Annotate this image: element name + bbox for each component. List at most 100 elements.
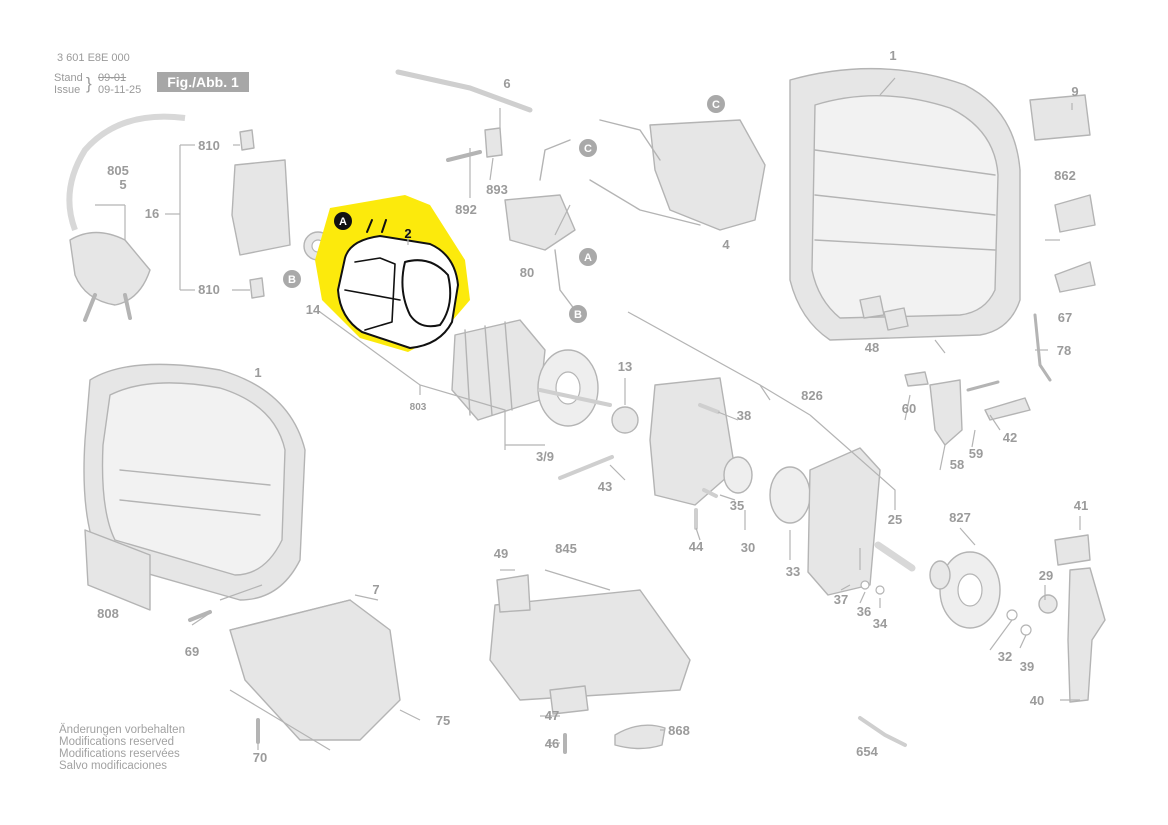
part-label: 803 [410, 402, 427, 413]
issue-label: Issue [54, 84, 81, 96]
leader-line [719, 494, 736, 501]
leader-line [219, 584, 263, 601]
part-label: 60 [902, 401, 916, 416]
part-label: 892 [455, 202, 477, 217]
hex-key-654 [858, 716, 907, 747]
lever-58 [929, 379, 963, 446]
brush-bottom [249, 277, 265, 299]
leader-line [759, 384, 811, 416]
armature-slot [464, 329, 471, 416]
pinion [929, 560, 951, 590]
base-shoe [229, 599, 401, 741]
callout-letter: C [584, 143, 592, 155]
parts-drawing [66, 67, 1106, 754]
guide-41 [1054, 534, 1091, 566]
part-label: 49 [494, 546, 508, 561]
washer-30 [723, 456, 753, 494]
leader-line [695, 527, 701, 541]
leader-line [717, 411, 739, 421]
part-label: 80 [520, 265, 534, 280]
ring-36 [860, 580, 870, 590]
part-label: 654 [856, 744, 878, 759]
callout-badge [579, 139, 597, 157]
part-label: 810 [198, 282, 220, 297]
plug-pin [83, 293, 97, 322]
callout-letter: B [574, 309, 582, 321]
part-label: 78 [1057, 343, 1071, 358]
leader-line [879, 77, 896, 96]
issue-date: 09-11-25 [98, 84, 142, 96]
module-wire [539, 139, 571, 181]
leader-line [489, 157, 494, 181]
housing-rib [814, 149, 996, 176]
stator-band [344, 289, 401, 301]
stator-terminal [381, 219, 387, 233]
leader-line [989, 619, 1013, 651]
base-edge [229, 599, 351, 631]
plate-826 [807, 447, 881, 596]
part-label: 25 [888, 512, 902, 527]
stand-date: 09-01 [98, 72, 127, 84]
callout-badge [579, 248, 597, 266]
clip-893 [484, 127, 503, 158]
switch-module [649, 119, 766, 231]
pad-48b [883, 307, 909, 331]
bearing-plate-33 [769, 466, 811, 524]
part-label: 67 [1058, 310, 1072, 325]
callout-badge [334, 212, 352, 230]
spring-42 [984, 397, 1031, 421]
part-label: 810 [198, 138, 220, 153]
callout-letter: A [339, 216, 347, 228]
footer-notice: Änderungen vorbehalten Modifications res… [59, 724, 185, 772]
stator-bore [401, 259, 452, 328]
switch-wire [599, 119, 661, 161]
part-label: 808 [97, 606, 119, 621]
power-plug [69, 231, 151, 306]
part-label: 59 [969, 446, 983, 461]
lever-868 [614, 724, 666, 750]
armature-slot [484, 325, 493, 416]
part-label: 70 [253, 750, 267, 765]
tool-body-inner [101, 382, 286, 576]
part-label: 6 [503, 76, 510, 91]
pad-47 [549, 685, 589, 715]
leader-line [191, 612, 211, 626]
stator-terminal [366, 219, 373, 233]
part-label: 16 [145, 206, 159, 221]
brace: } [86, 74, 92, 93]
part-label: 47 [545, 708, 559, 723]
part-label: 9 [1071, 84, 1078, 99]
callout-letter: B [288, 274, 296, 286]
housing-rib [814, 239, 996, 251]
leader-lines [95, 77, 1081, 751]
part-label: 29 [1039, 568, 1053, 583]
plunger-40 [1067, 567, 1106, 703]
pin-43 [558, 455, 614, 480]
part-label: 41 [1074, 498, 1088, 513]
part-label: 39 [1020, 659, 1034, 674]
leader-line [354, 594, 379, 601]
highlighted-part-label: 2 [404, 226, 411, 241]
part-label: 826 [801, 388, 823, 403]
leader-line [554, 204, 571, 236]
part-label: 32 [998, 649, 1012, 664]
part-label: 44 [689, 539, 704, 554]
part-label: 69 [185, 644, 199, 659]
part-label: 33 [786, 564, 800, 579]
leader-line [809, 414, 896, 510]
callout-letter: C [712, 99, 720, 111]
leader-line [609, 464, 626, 481]
part-label: 13 [618, 359, 632, 374]
stator-winding [354, 257, 396, 331]
part-labels: 1123/94567913141625293032333435363738394… [97, 48, 1088, 765]
part-label: 805 [107, 163, 129, 178]
power-cord [66, 113, 186, 232]
brush-holder [231, 159, 291, 256]
plug-pin [123, 293, 132, 320]
housing-shell-inner [811, 95, 999, 319]
footer-line: Änderungen vorbehalten [59, 724, 185, 736]
part-label: 40 [1030, 693, 1044, 708]
body-rib [119, 469, 271, 486]
